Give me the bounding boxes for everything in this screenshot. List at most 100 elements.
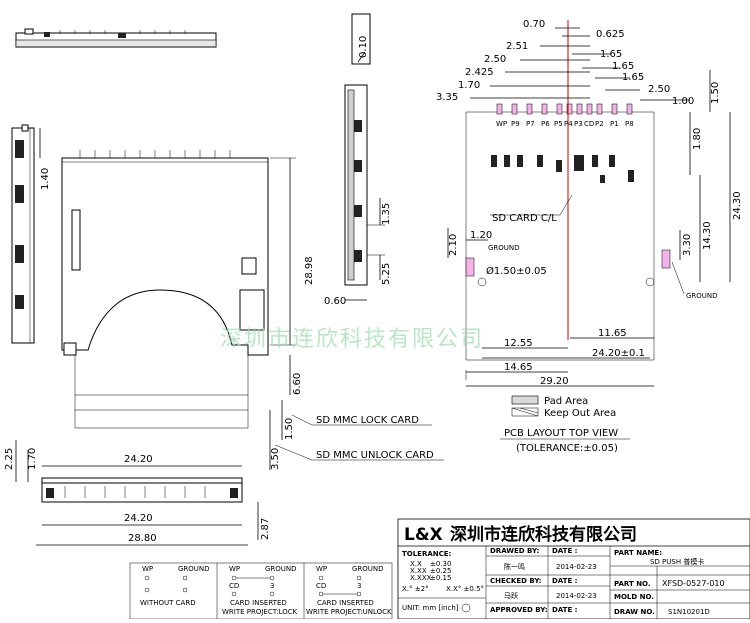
sw3-ground: GROUND	[352, 565, 384, 573]
hole-dia-label: Ø1.50±0.05	[486, 265, 547, 277]
ground-right-label: GROUND	[686, 292, 718, 300]
dim-1-65-a: 1.65	[600, 49, 622, 60]
dim-1-65-b: 1.65	[612, 61, 634, 72]
dim-1-70-bottom: 1.70	[27, 448, 38, 470]
pin-label-cd: CD	[584, 120, 594, 128]
dim-1-50-card: 1.50	[284, 418, 295, 440]
sw3-wp: WP	[316, 565, 327, 573]
dim-1-40: 1.40	[40, 168, 51, 190]
sw2-caption2: WRITE PROJECT:LOCK	[222, 608, 298, 616]
watermark: 深圳市连欣科技有限公司	[220, 327, 484, 352]
approved-by-label: APPROVED BY:	[490, 606, 548, 614]
sw2-wp: WP	[229, 565, 240, 573]
part-name: SD PUSH 普模卡	[650, 557, 704, 566]
dim-3-50-card: 3.50	[270, 448, 281, 470]
pin-label-p7: P7	[526, 120, 535, 128]
unlock-card-label: SD MMC UNLOCK CARD	[316, 450, 434, 461]
dim-1-35: 1.35	[381, 203, 392, 225]
sw1-caption: WITHOUT CARD	[140, 599, 196, 607]
sd-card-cl-label: SD CARD C/L	[492, 213, 557, 224]
pin-label-p9: P9	[511, 120, 520, 128]
pcb-tolerance: (TOLERANCE:±0.05)	[516, 443, 618, 454]
dim-24-20-top: 24.20	[124, 454, 153, 465]
dim-1-65-c: 1.65	[622, 72, 644, 83]
tol-xxx-val: ±0.15	[430, 574, 451, 582]
date-label-2: DATE :	[552, 577, 578, 585]
sw2-caption: CARD INSERTED	[230, 599, 287, 607]
dim-0-625: 0.625	[596, 29, 625, 40]
tol-xxx: X.XXX	[410, 574, 432, 582]
dim-3-30: 3.30	[682, 234, 693, 256]
unit-label: UNIT: mm [inch]	[402, 604, 459, 612]
sw2-ground: GROUND	[265, 565, 297, 573]
tol-xx-val: ±0.25	[430, 567, 451, 575]
dim-11-65: 11.65	[598, 328, 627, 339]
pcb-legend: Pad Area Keep Out Area PCB LAYOUT TOP VI…	[500, 395, 630, 454]
dim-24-30: 24.30	[732, 191, 743, 220]
mold-no-label: MOLD NO.	[614, 593, 654, 601]
dim-2-25: 2.25	[4, 448, 15, 470]
sw1-ground: GROUND	[178, 565, 210, 573]
switch-diagram-2: WP GROUND CD 3 CARD INSERTED WRITE PROJE…	[222, 565, 298, 616]
dim-2-50-a: 2.50	[484, 54, 506, 65]
projection-symbol-icon	[461, 603, 471, 613]
dim-2-51: 2.51	[506, 41, 528, 52]
top-strip-view	[15, 28, 217, 48]
sw3-caption2: WRITE PROJECT:UNLOCK	[306, 608, 392, 616]
sw1-wp: WP	[142, 565, 153, 573]
part-no-label: PART NO.	[614, 580, 651, 588]
legend-pad-area: Pad Area	[544, 396, 588, 407]
dim-1-20: 1.20	[470, 230, 492, 241]
tol-ang1: X.° ±2°	[402, 585, 429, 593]
drawn-by: 陈一鸣	[504, 562, 525, 571]
dim-12-55: 12.55	[504, 338, 533, 349]
draw-no-label: DRAW NO.	[614, 608, 655, 616]
sw2-cd: CD	[229, 582, 239, 590]
ground-left-label: GROUND	[488, 244, 520, 252]
middle-side-view: 0.10 1.35 5.25 0.60	[324, 13, 392, 307]
sw3-caption: CARD INSERTED	[317, 599, 374, 607]
company-logo: L&X	[404, 525, 443, 545]
dim-2-425: 2.425	[465, 67, 494, 78]
sw3-cd: CD	[316, 582, 326, 590]
company-name: 深圳市连欣科技有限公司	[450, 524, 637, 545]
switch-diagram-3: WP GROUND CD 3 CARD INSERTED WRITE PROJE…	[306, 565, 392, 616]
pin-label-wp: WP	[496, 120, 507, 128]
pcb-layout-title: PCB LAYOUT TOP VIEW	[504, 428, 618, 439]
pin-label-p6: P6	[541, 120, 550, 128]
dim-29-20: 29.20	[540, 376, 569, 387]
pin-label-p8: P8	[625, 120, 634, 128]
date-label-1: DATE :	[552, 547, 578, 555]
pin-label-p3: P3	[574, 120, 583, 128]
dim-6-60: 6.60	[292, 373, 303, 395]
date-2: 2014-02-23	[556, 592, 597, 600]
dim-28-98: 28.98	[304, 256, 315, 285]
dim-3-35: 3.35	[436, 92, 458, 103]
pin-label-p2: P2	[595, 120, 604, 128]
switch-diagram-1: WP GROUND WITHOUT CARD	[140, 565, 210, 607]
dim-24-20-pcb: 24.20±0.1	[592, 348, 645, 359]
bottom-view: 24.20 24.20 28.80 2.25 1.70 2.87	[4, 440, 271, 546]
lock-card-label: SD MMC LOCK CARD	[316, 415, 419, 426]
dim-5-25: 5.25	[381, 263, 392, 285]
switch-diagrams: WP GROUND WITHOUT CARD WP GROUND CD 3 CA…	[129, 562, 393, 620]
pin-label-p5: P5	[554, 120, 563, 128]
dim-1-70-top: 0.70	[523, 19, 545, 30]
dim-24-20-bottom: 24.20	[124, 513, 153, 524]
dim-14-65: 14.65	[504, 362, 533, 373]
tol-x-val: ±0.30	[430, 560, 451, 568]
checked-by-label: CHECKED BY:	[490, 577, 542, 585]
tol-xx: X.XX	[410, 567, 427, 575]
dim-2-10: 2.10	[448, 234, 459, 256]
sw2-num: 3	[270, 582, 274, 590]
dim-0-60: 0.60	[324, 296, 346, 307]
date-1: 2014-02-23	[556, 563, 597, 571]
left-side-view	[11, 124, 35, 344]
date-label-3: DATE :	[552, 606, 578, 614]
dim-2-50-b: 2.50	[648, 84, 670, 95]
dim-28-80: 28.80	[128, 533, 157, 544]
part-no: XFSD-0527-010	[662, 579, 725, 588]
part-name-label: PART NAME:	[614, 549, 662, 557]
drawn-by-label: DRAWED BY:	[490, 547, 539, 555]
